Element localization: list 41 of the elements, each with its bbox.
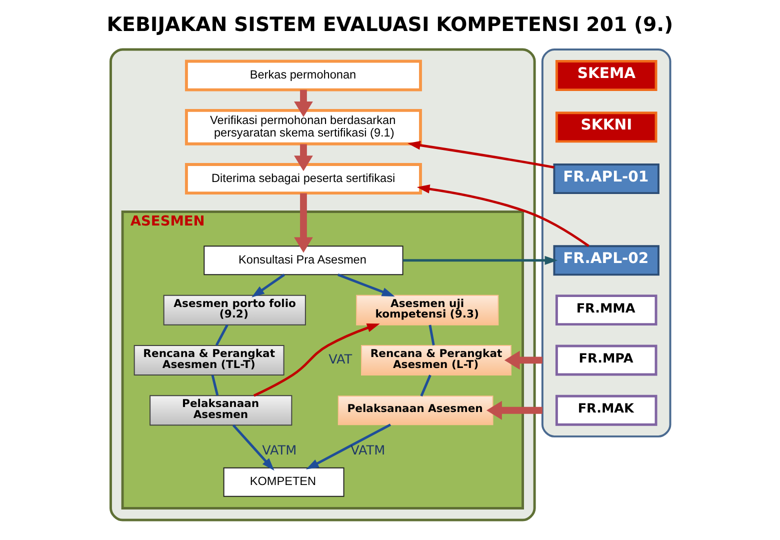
node-box: FR.MPA: [554, 344, 657, 376]
node-box: FR.MMA: [554, 294, 657, 326]
arrow: [402, 256, 558, 265]
arrow: [294, 90, 312, 117]
arrow: [294, 193, 312, 253]
arrow: [232, 424, 274, 471]
node-box: KOMPETEN: [222, 467, 344, 497]
node-box: SKEMA: [554, 60, 657, 92]
edge-label: VATM: [350, 444, 385, 459]
node-box: Diterima sebagai peserta sertifikasi: [184, 163, 422, 195]
edge-label: VATM: [262, 444, 296, 459]
arrow: [416, 184, 589, 248]
node-box: Rencana & Perangkat Asesmen (TL-T): [133, 344, 284, 376]
node-box: Berkas permohonan: [184, 60, 422, 92]
arrow: [252, 324, 380, 397]
arrow: [305, 424, 391, 470]
connector: [428, 324, 434, 346]
node-box: Pelaksanaan Asesmen: [337, 396, 493, 426]
diagram-title: KEBIJAKAN SISTEM EVALUASI KOMPETENSI 201 (9.): [106, 12, 673, 36]
node-box: FR.MAK: [554, 394, 657, 426]
node-box: SKKNI: [554, 112, 657, 143]
node-box: FR.APL-02: [552, 245, 659, 276]
arrow: [504, 350, 542, 370]
edge-label: VAT: [328, 352, 352, 368]
arrow: [407, 140, 554, 169]
node-box: Asesmen porto folio (9.2): [162, 294, 306, 326]
connector: [210, 374, 218, 396]
cluster: [540, 48, 671, 438]
arrow: [337, 274, 394, 297]
node-box: Verifikasi permohonan berdasarkan persyaratan skema sertifikasi (9.1): [184, 108, 422, 146]
arrow: [486, 400, 542, 420]
node-box: FR.APL-01: [552, 164, 659, 194]
node-box: Rencana & Perangkat Asesmen (L-T): [360, 344, 511, 376]
node-box: Konsultasi Pra Asesmen: [203, 246, 403, 276]
cluster: [109, 48, 536, 522]
connector: [420, 374, 431, 396]
node-box: Asesmen uji kompetensi (9.3): [356, 294, 498, 326]
arrow: [251, 274, 284, 298]
node-box: Pelaksanaan Asesmen: [149, 395, 292, 426]
connector: [214, 324, 228, 346]
arrow: [294, 144, 312, 172]
